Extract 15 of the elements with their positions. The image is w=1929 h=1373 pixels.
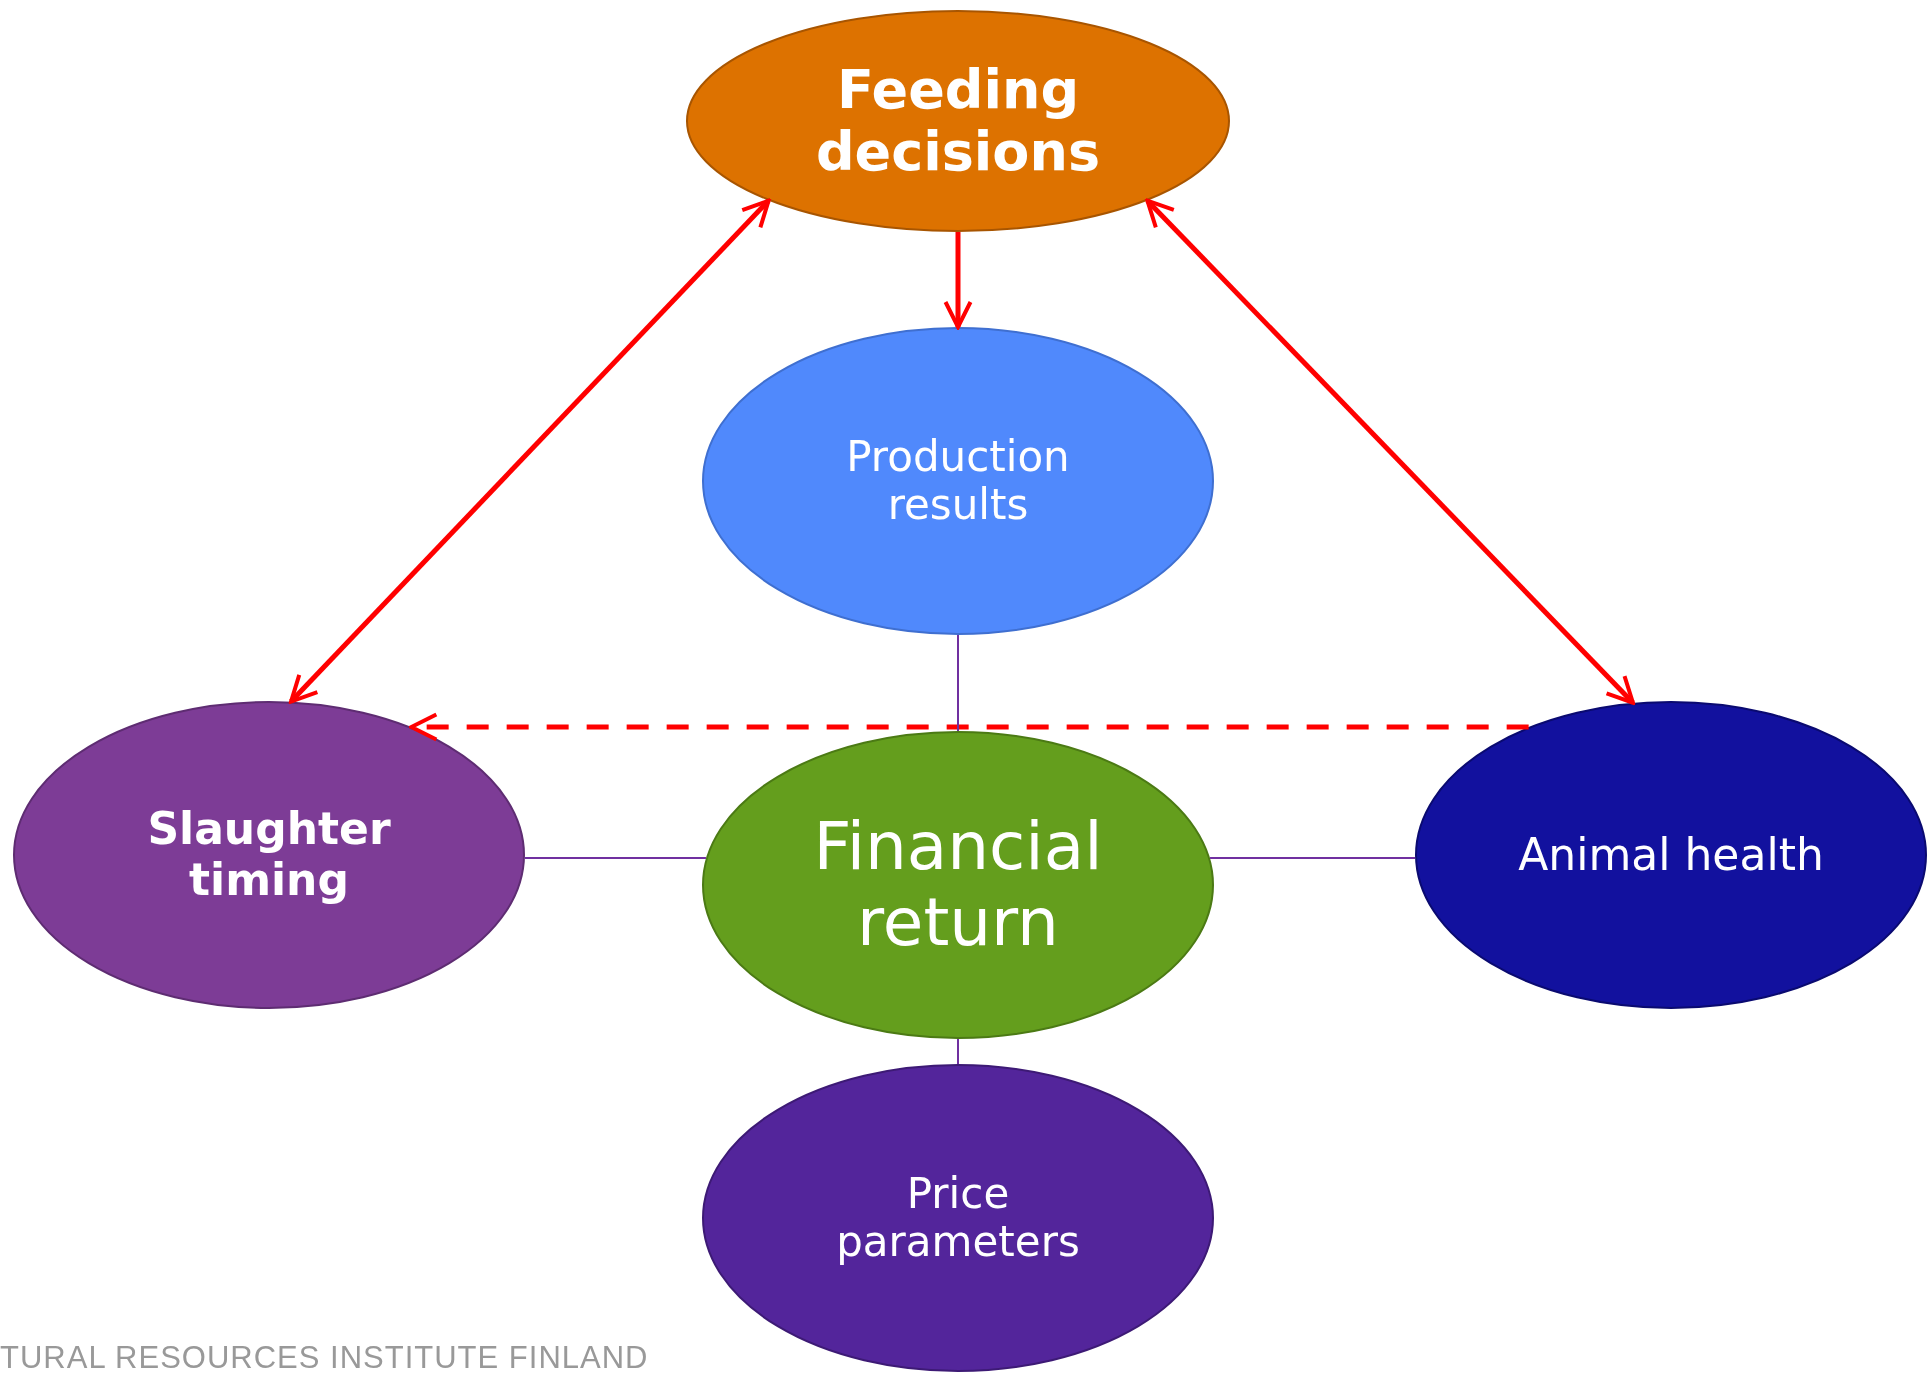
node-label: Financial return: [812, 809, 1104, 961]
node-label: Price parameters: [835, 1169, 1081, 1267]
node-label: Production results: [845, 432, 1071, 530]
node-label: Animal health: [1517, 829, 1825, 881]
connector-line: [1209, 857, 1417, 859]
footer-text: TURAL RESOURCES INSTITUTE FINLAND: [0, 1340, 649, 1373]
arrow: [409, 712, 1529, 742]
node-label: Slaughter timing: [146, 804, 392, 906]
arrow: [1145, 198, 1635, 705]
connector-line: [957, 634, 959, 732]
arrow: [289, 198, 771, 704]
connector-line: [957, 1038, 959, 1065]
node-label: Feeding decisions: [814, 58, 1102, 184]
connector-line: [523, 857, 707, 859]
arrow: [943, 232, 973, 329]
